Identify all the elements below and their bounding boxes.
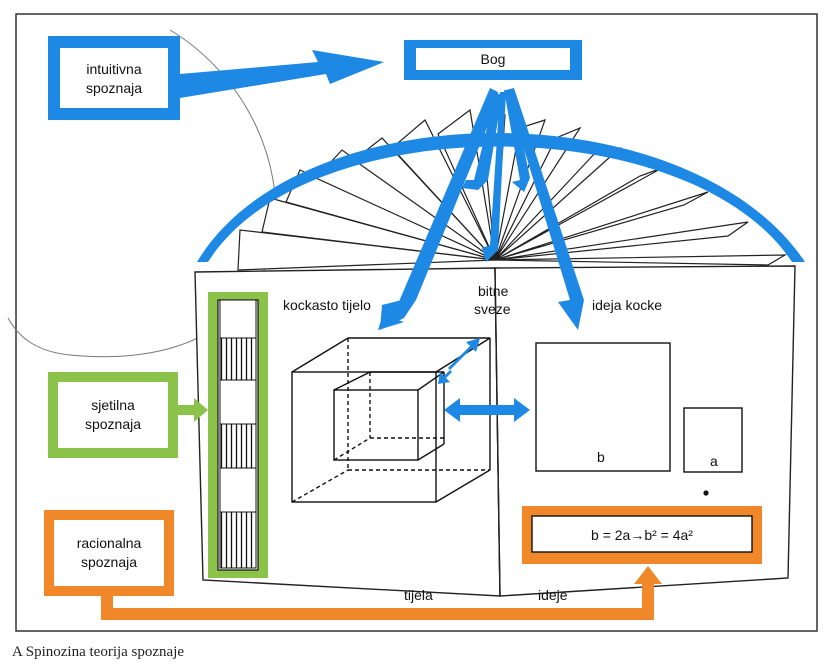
sensory-knowledge-box: sjetilna spoznaja — [48, 372, 178, 458]
rational-label-line2: spoznaja — [81, 554, 137, 570]
large-square — [535, 342, 671, 472]
cube-edge-double-arrow — [438, 338, 480, 384]
side-a-label: a — [710, 453, 718, 469]
essential-label-line2: sveze — [474, 301, 511, 317]
intuitive-knowledge-box: intuitivna spoznaja — [48, 36, 180, 120]
god-label: Bog — [481, 51, 506, 67]
cube-idea-label: ideja kocke — [592, 297, 662, 313]
figure-caption: A Spinozina teorija spoznaje — [12, 644, 185, 660]
film-strip — [208, 292, 268, 578]
god-arrows — [378, 88, 584, 330]
cube-body-label: kockasto tijelo — [283, 297, 371, 313]
bodies-label: tijela — [404, 587, 433, 603]
dot — [703, 490, 709, 496]
dome-arc — [197, 133, 805, 262]
intuitive-label-line2: spoznaja — [86, 80, 142, 96]
formula-box: b = 2a→b² = 4a² — [522, 506, 762, 564]
side-b-label: b — [597, 449, 605, 465]
god-box: Bog — [404, 40, 582, 80]
ideas-label: ideje — [538, 587, 568, 603]
book-spine — [494, 267, 501, 597]
intuitive-label-line1: intuitivna — [86, 61, 141, 77]
sensory-arrow — [178, 398, 208, 422]
rational-label-line1: racionalna — [77, 535, 142, 551]
rational-knowledge-box: racionalna spoznaja — [44, 510, 174, 596]
intuitive-to-god-arrow — [180, 50, 384, 98]
cube-drawing — [291, 337, 491, 503]
essential-label-line1: bitne — [478, 283, 509, 299]
small-square — [683, 407, 743, 473]
sensory-label-line1: sjetilna — [91, 397, 135, 413]
rational-arrow — [101, 566, 662, 620]
book-pages-fan — [237, 108, 788, 271]
formula-text: b = 2a→b² = 4a² — [591, 527, 693, 543]
body-idea-double-arrow — [444, 398, 530, 422]
sensory-label-line2: spoznaja — [85, 416, 141, 432]
